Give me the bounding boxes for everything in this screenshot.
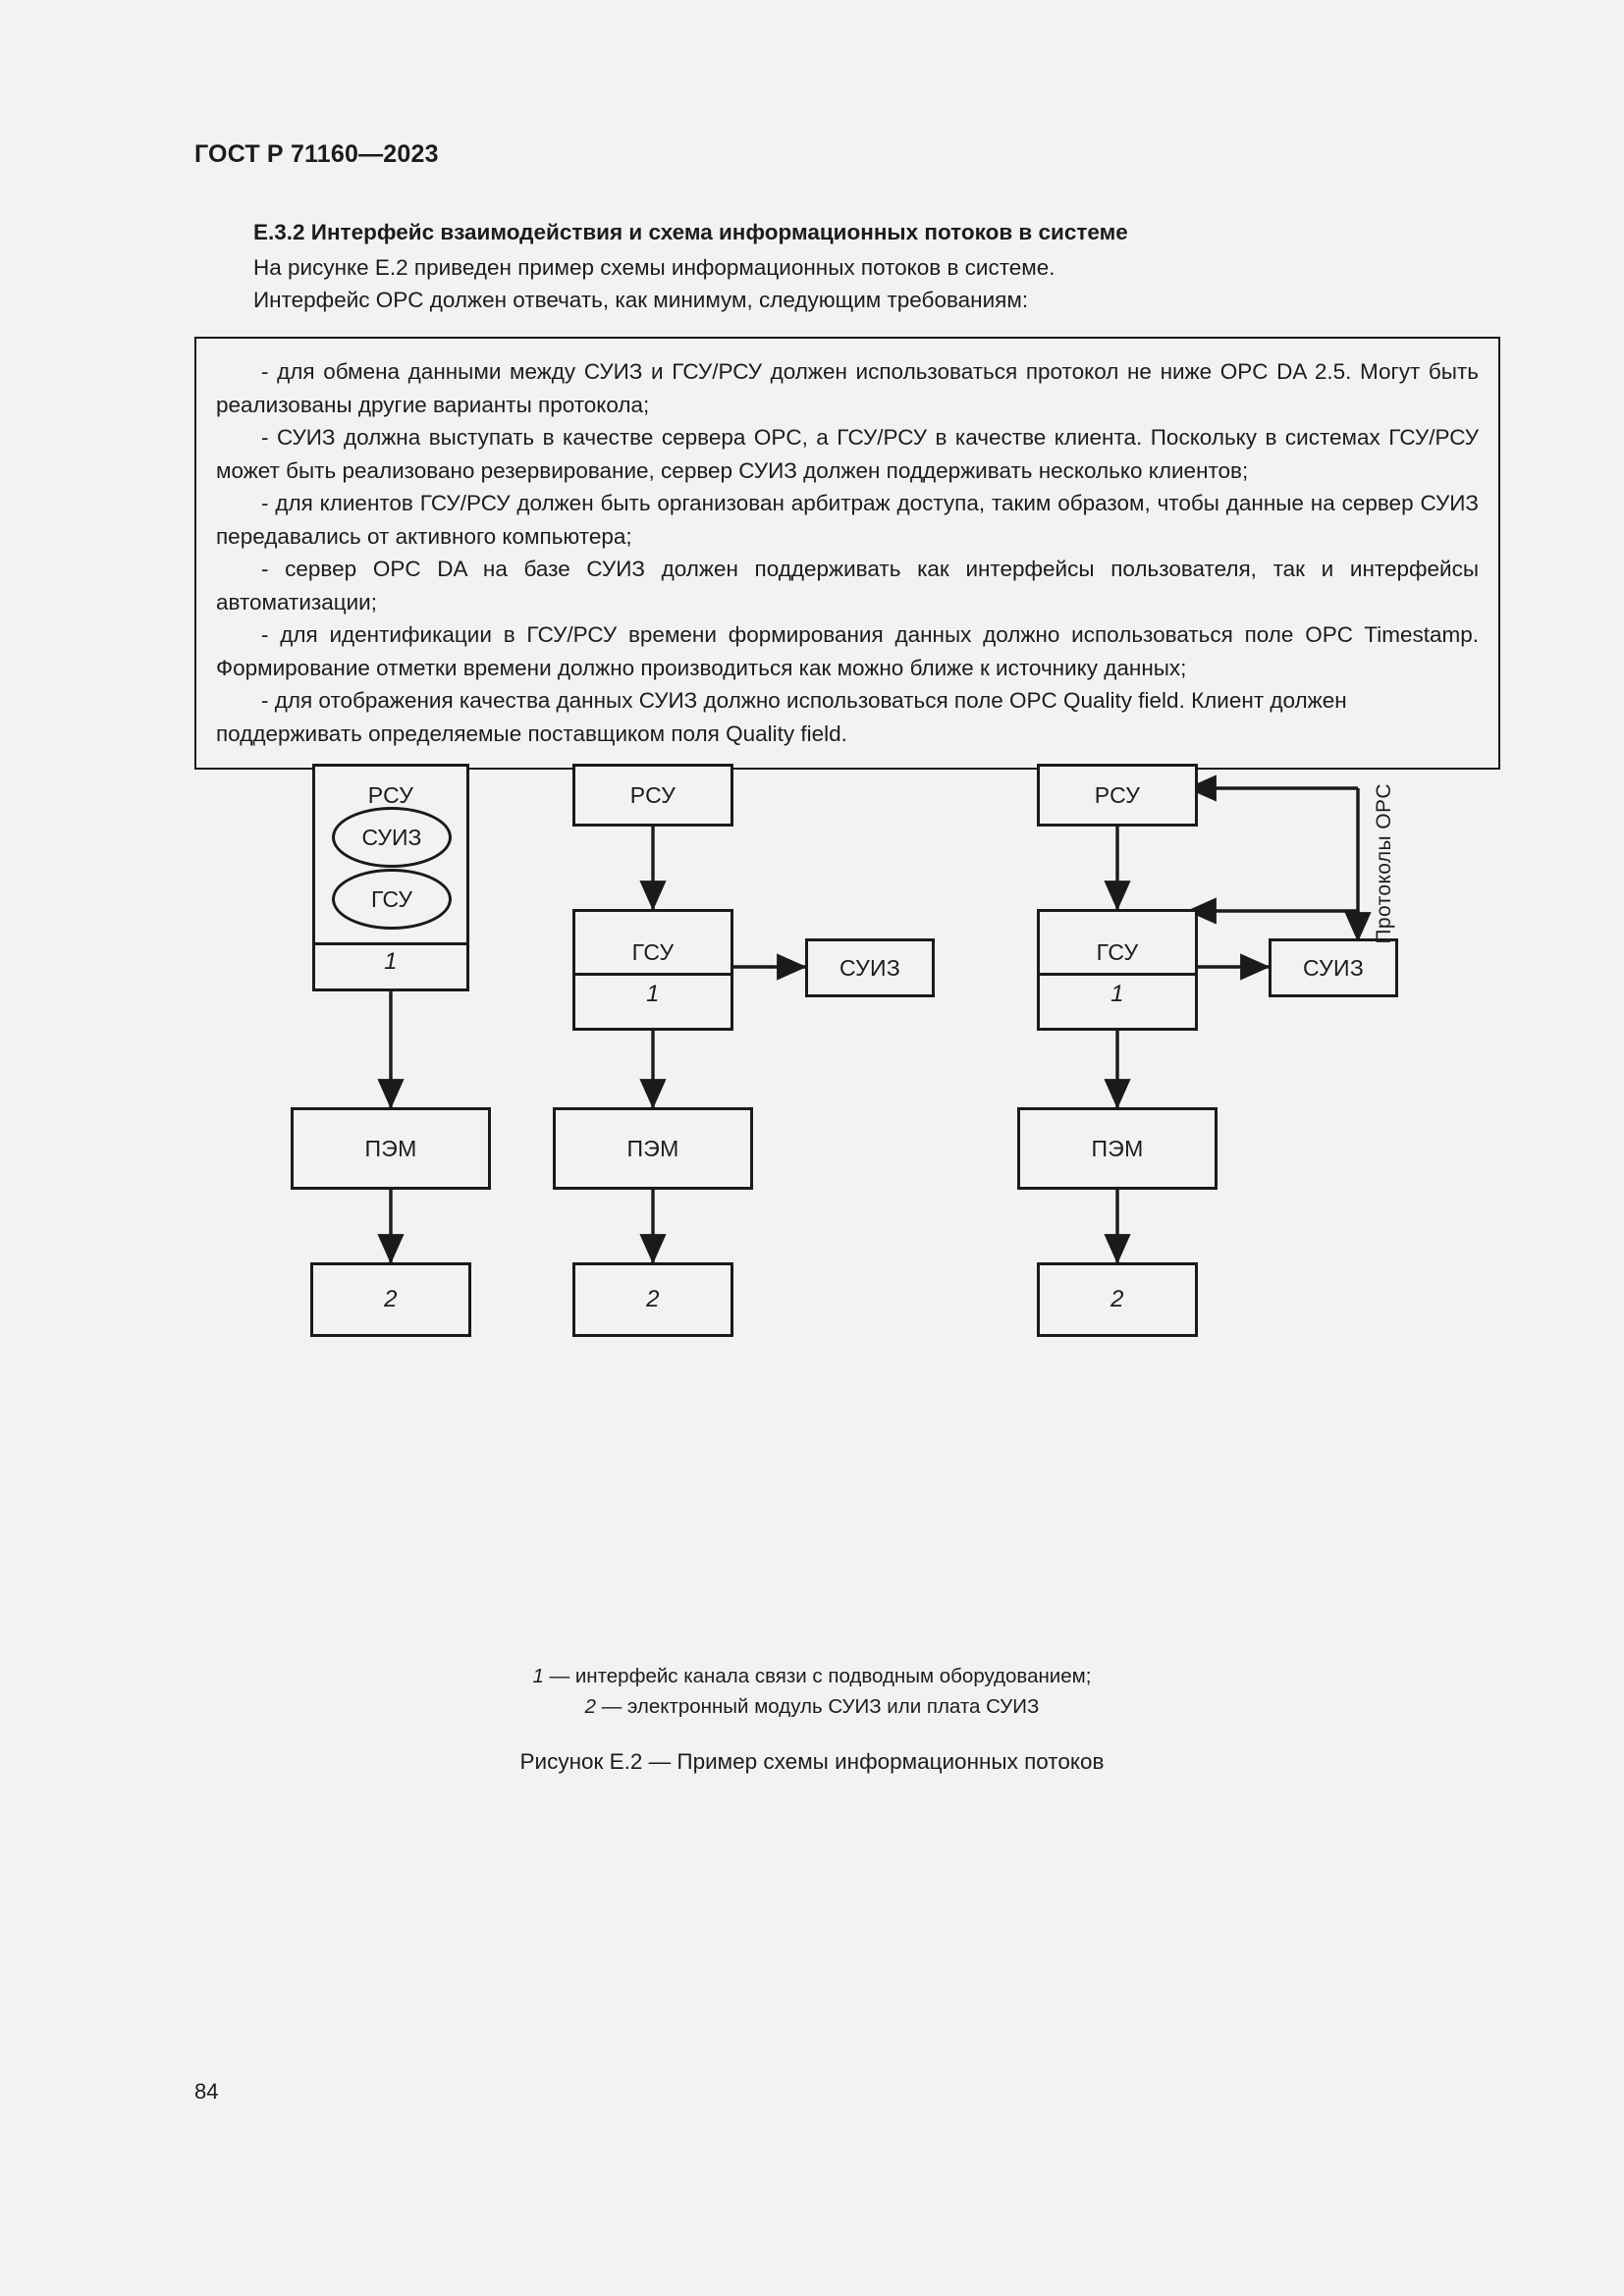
page-number: 84 bbox=[194, 2079, 219, 2104]
column3-interface-cell: 1 bbox=[1110, 981, 1124, 1007]
column3-pem-node: ПЭМ bbox=[1017, 1107, 1218, 1190]
legend-line-2: 2 — электронный модуль СУИЗ или плата СУ… bbox=[0, 1691, 1624, 1722]
column2-pem-node: ПЭМ bbox=[553, 1107, 753, 1190]
legend-index-1: 1 bbox=[532, 1665, 544, 1687]
column1-module-node: 2 bbox=[310, 1262, 471, 1337]
section-intro: Е.3.2 Интерфейс взаимодействия и схема и… bbox=[253, 216, 1510, 316]
column1-pem-node: ПЭМ bbox=[291, 1107, 491, 1190]
legend-text-2: электронный модуль СУИЗ или плата СУИЗ bbox=[626, 1695, 1040, 1718]
column2-interface-cell: 1 bbox=[646, 981, 660, 1007]
column1-gsu-ellipse: ГСУ bbox=[332, 869, 452, 930]
section-paragraph-1: На рисунке Е.2 приведен пример схемы инф… bbox=[253, 255, 1056, 280]
column1-interface-cell: 1 bbox=[384, 948, 398, 975]
requirement-item: - для отображения качества данных СУИЗ д… bbox=[216, 688, 1347, 746]
opc-protocols-bus-label: Протоколы OPC bbox=[1373, 783, 1395, 944]
figure-caption: Рисунок Е.2 — Пример схемы информационны… bbox=[519, 1749, 1105, 1774]
legend-text-1: интерфейс канала связи с подводным обору… bbox=[574, 1665, 1092, 1687]
legend-dash-1: — bbox=[549, 1665, 570, 1687]
column1-suiz-ellipse: СУИЗ bbox=[332, 807, 452, 868]
column3-gsu-label: ГСУ bbox=[1096, 939, 1139, 965]
column1-rsu-label: РСУ bbox=[367, 782, 414, 808]
column2-gsu-label: ГСУ bbox=[631, 939, 675, 965]
column2-divider bbox=[575, 973, 731, 976]
requirement-item: - сервер OPC DA на базе СУИЗ должен подд… bbox=[216, 557, 1479, 614]
section-heading: Е.3.2 Интерфейс взаимодействия и схема и… bbox=[253, 220, 1128, 244]
column3-divider bbox=[1040, 973, 1195, 976]
column2-gsu-enclosure: ГСУ 1 bbox=[572, 909, 733, 1031]
legend-dash-2: — bbox=[601, 1695, 623, 1718]
legend-index-2: 2 bbox=[584, 1695, 596, 1718]
figure-legend: 1 — интерфейс канала связи с подводным о… bbox=[0, 1661, 1624, 1722]
standard-header: ГОСТ Р 71160—2023 bbox=[194, 140, 439, 168]
column3-suiz-node: СУИЗ bbox=[1269, 938, 1398, 997]
requirement-item: - для обмена данными между СУИЗ и ГСУ/РС… bbox=[216, 359, 1479, 417]
column3-module-node: 2 bbox=[1037, 1262, 1198, 1337]
column1-divider bbox=[315, 942, 466, 945]
information-flow-diagram: РСУ 1 СУИЗ ГСУ ПЭМ 2 РСУ ГСУ 1 СУИЗ ПЭМ … bbox=[0, 746, 1624, 1649]
column3-gsu-enclosure: ГСУ 1 bbox=[1037, 909, 1198, 1031]
requirements-box: - для обмена данными между СУИЗ и ГСУ/РС… bbox=[194, 337, 1500, 770]
requirement-item: - для идентификации в ГСУ/РСУ времени фо… bbox=[216, 622, 1479, 680]
column2-module-node: 2 bbox=[572, 1262, 733, 1337]
column2-suiz-node: СУИЗ bbox=[805, 938, 935, 997]
requirement-item: - СУИЗ должна выступать в качестве серве… bbox=[216, 425, 1479, 483]
column3-rsu-node: РСУ bbox=[1037, 764, 1198, 827]
diagram-connectors bbox=[377, 774, 1372, 1264]
column2-rsu-node: РСУ bbox=[572, 764, 733, 827]
requirement-item: - для клиентов ГСУ/РСУ должен быть орган… bbox=[216, 491, 1479, 549]
section-paragraph-2: Интерфейс OPC должен отвечать, как миним… bbox=[253, 288, 1029, 312]
legend-line-1: 1 — интерфейс канала связи с подводным о… bbox=[0, 1661, 1624, 1691]
